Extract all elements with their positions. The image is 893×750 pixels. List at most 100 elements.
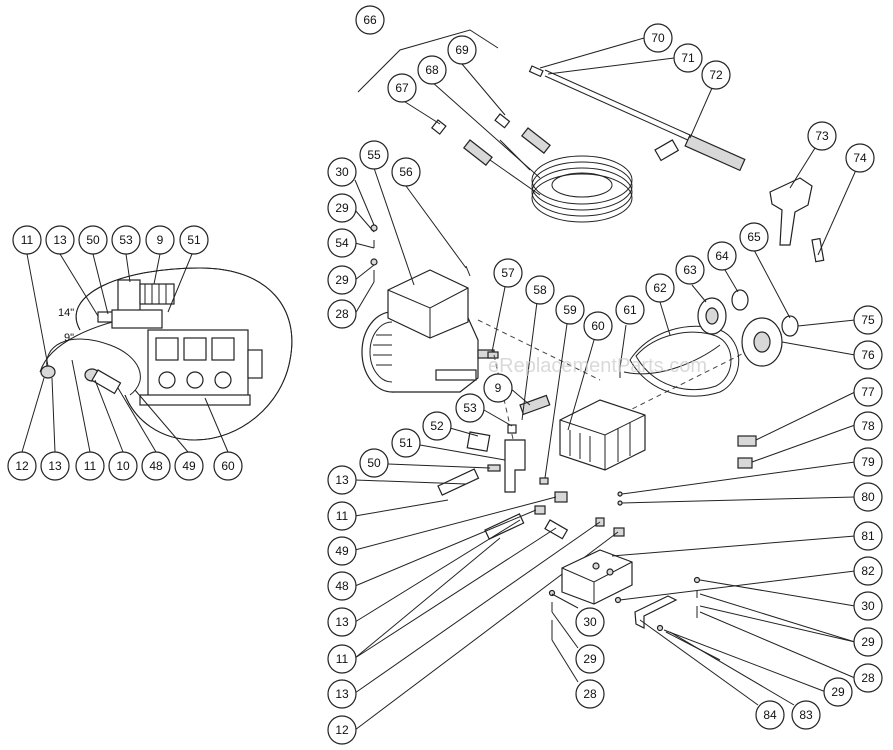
part-number-label: 50 [86,233,100,247]
callout-bubble [327,193,357,223]
part-number-label: 67 [395,81,409,95]
part-number-label: 13 [335,473,349,487]
callout-bubble [675,255,705,285]
part-number-label: 75 [861,313,875,327]
callout-bubble [853,411,883,441]
part-number-label: 78 [861,419,875,433]
motor-callout: 55 56 30 29 54 29 28 57 [327,140,523,329]
part-number-label: 48 [335,579,349,593]
part-number-label: 11 [21,233,34,247]
part-number-label: 60 [591,319,605,333]
callout-bubble [145,225,175,255]
part-number-label: 62 [653,281,667,295]
callout-bubble [807,121,837,151]
callout-bubble [327,228,357,258]
part-number-label: 53 [119,233,133,247]
part-number-label: 13 [335,615,349,629]
part-number-label: 70 [651,31,665,45]
hose-gun-callout: 66 67 68 69 70 71 72 73 74 [355,5,875,173]
callout-bubble [327,715,357,745]
callout-bubble [853,305,883,335]
part-number-label: 55 [367,148,381,162]
callout-bubble [417,55,447,85]
part-number-label: 11 [336,509,349,523]
callout-bubble [327,644,357,674]
callout-bubble [40,451,70,481]
part-number-label: 30 [335,165,349,179]
part-number-label: 29 [335,273,349,287]
part-number-label: 80 [861,490,875,504]
callout-bubble [327,299,357,329]
part-number-label: 84 [763,708,777,722]
pump-callout: 58 59 60 61 62 63 64 65 75 76 9 53 52 51… [359,222,883,512]
lower-left-callout: 13 11 49 48 13 11 13 12 [327,465,357,745]
callout-bubble [575,607,605,637]
part-number-label: 11 [336,652,349,666]
part-number-label: 13 [48,459,62,473]
callout-bubble [823,677,853,707]
callout-bubble [213,451,243,481]
callout-bubble [575,679,605,709]
callout-bubble [327,536,357,566]
callout-bubble [355,5,385,35]
inset-callout: 11 13 50 53 9 51 12 13 11 10 48 49 60 [7,225,243,481]
callout-bubble [493,258,523,288]
part-number-label: 30 [583,615,597,629]
callout-bubble [75,451,105,481]
part-number-label: 60 [221,459,235,473]
callout-bubble [701,60,731,90]
part-number-label: 65 [747,230,761,244]
callout-bubble [845,143,875,173]
callout-bubble [447,35,477,65]
part-number-label: 64 [715,249,729,263]
part-number-label: 49 [182,459,196,473]
part-number-label: 77 [861,385,875,399]
part-number-label: 71 [681,51,695,65]
callout-bubble [853,482,883,512]
callout-bubble [853,340,883,370]
callout-bubble [327,465,357,495]
part-number-label: 57 [501,266,515,280]
callout-bubble [327,571,357,601]
callout-bubble [455,393,485,423]
callout-bubble [853,447,883,477]
part-number-label: 53 [463,401,477,415]
callout-bubble [483,373,513,403]
callout-bubble [111,225,141,255]
lower-fittings [354,468,625,731]
callout-bubble [327,157,357,187]
callout-bubble [853,377,883,407]
callout-bubble [141,451,171,481]
part-number-label: 28 [583,687,597,701]
part-number-label: 28 [861,671,875,685]
callout-bubble [327,607,357,637]
part-number-label: 12 [335,723,349,737]
part-number-label: 83 [799,708,813,722]
callout-bubble [525,275,555,305]
callout-bubble [359,140,389,170]
part-number-label: 10 [116,459,130,473]
callout-bubble [615,295,645,325]
part-number-label: 76 [861,348,875,362]
part-number-label: 63 [683,263,697,277]
callout-bubble [583,311,613,341]
callout-bubble [853,663,883,693]
callout-bubble [391,157,421,187]
callout-bubble [739,222,769,252]
callout-bubble [853,556,883,586]
callout-bubble [12,225,42,255]
callout-bubble [391,428,421,458]
part-number-label: 56 [399,165,413,179]
callout-bubble [179,225,209,255]
callout-bubble [791,700,821,730]
callout-bubble [853,627,883,657]
callout-bubble [673,43,703,73]
part-number-label: 29 [861,635,875,649]
callout-bubble [575,644,605,674]
part-number-label: 82 [861,564,875,578]
base-assembly [548,535,856,706]
callout-bubble [45,225,75,255]
callout-bubble [645,273,675,303]
callout-bubble [707,241,737,271]
